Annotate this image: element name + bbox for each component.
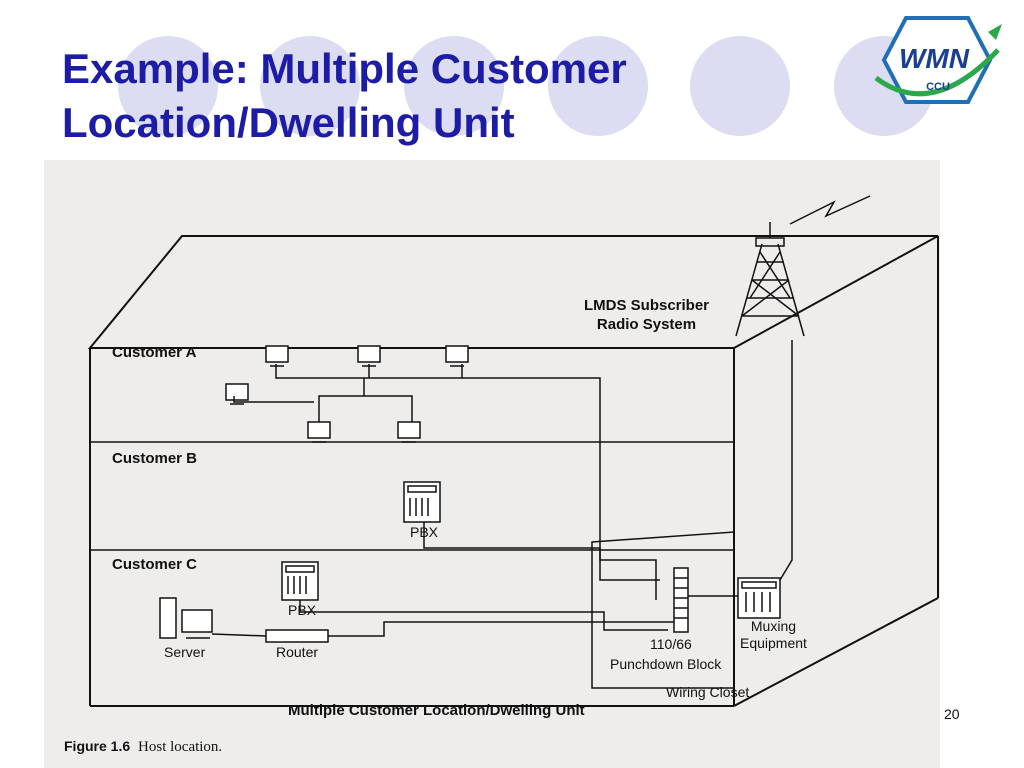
muxing-label-line2: Equipment	[740, 635, 807, 651]
figure-caption: Figure 1.6 Host location.	[64, 738, 222, 756]
punchdown-number-label: 110/66	[650, 636, 692, 652]
title-line-2: Location/Dwelling Unit	[62, 99, 515, 146]
muxing-label-line1: Muxing	[750, 618, 797, 634]
muxing-equipment	[737, 577, 781, 619]
muxing-label: Muxing Equipment	[740, 618, 807, 652]
lmds-label-line1: LMDS Subscriber	[584, 297, 710, 314]
server-label: Server	[164, 644, 206, 660]
decor-circle	[690, 36, 790, 136]
lmds-label-line2: Radio System	[596, 316, 697, 333]
pbx-c-line	[299, 600, 668, 631]
customer-b-label: Customer B	[112, 450, 198, 467]
router-label: Router	[276, 644, 319, 660]
slide-title: Example: Multiple Customer Location/Dwel…	[62, 42, 627, 150]
building-outline	[87, 235, 939, 707]
decor-circle	[118, 36, 218, 136]
figure-number: Figure 1.6	[64, 738, 131, 754]
pbx-c-icon	[281, 561, 319, 601]
title-line-1: Example: Multiple Customer	[62, 45, 627, 92]
scanned-page	[44, 160, 940, 768]
wmn-logo: WMN CCU	[874, 16, 1002, 104]
building-caption: Multiple Customer Location/Dwelling Unit	[288, 702, 585, 719]
pbx-b-label: PBX	[410, 524, 439, 540]
customer-a-label: Customer A	[112, 344, 197, 361]
pbx-b-line	[423, 522, 660, 581]
logo-text: WMN	[899, 43, 970, 74]
computer-icons-a	[225, 345, 469, 443]
pbx-b-icon	[403, 481, 441, 523]
punchdown-block	[673, 567, 689, 633]
decor-circle	[404, 36, 504, 136]
router-icon	[265, 629, 329, 643]
pbx-c-label: PBX	[288, 602, 317, 618]
wiring-closet-room	[591, 531, 735, 689]
building-diagram	[87, 195, 939, 707]
wiring-closet-label: Wiring Closet	[666, 684, 750, 700]
logo-subtext: CCU	[926, 81, 950, 93]
decor-circle	[548, 36, 648, 136]
server-router-line	[211, 621, 678, 637]
server-icon	[159, 597, 213, 639]
decor-circle	[260, 36, 360, 136]
antenna-tower	[735, 195, 871, 337]
figure-title: Host location.	[138, 739, 223, 755]
customer-c-label: Customer C	[112, 556, 198, 573]
mux-antenna-line	[779, 340, 793, 581]
punchdown-label: Punchdown Block	[610, 656, 722, 672]
page-number: 20	[944, 706, 960, 722]
lmds-label: LMDS Subscriber Radio System	[584, 296, 709, 334]
